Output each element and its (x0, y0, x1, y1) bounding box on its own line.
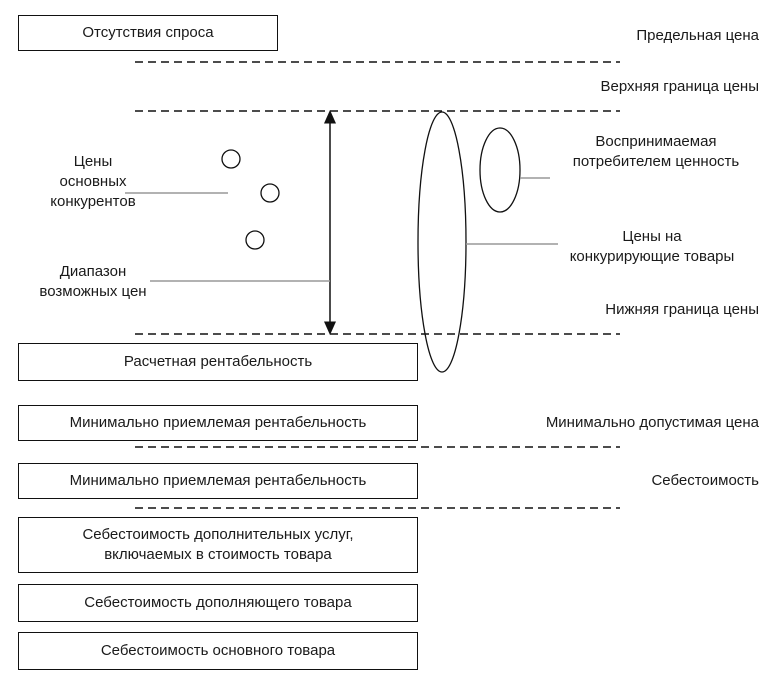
competing-prices-label-line2: конкурирующие товары (569, 248, 735, 265)
min-profitability-box-1: Минимально приемлемая рентабельность (18, 405, 418, 441)
min-profitability-label-1: Минимально приемлемая рентабельность (69, 414, 367, 431)
competitor-prices-label-line3: конкурентов (50, 193, 136, 210)
main-product-cost-label: Себестоимость основного товара (100, 642, 336, 659)
extra-services-cost-label-line1: Себестоимость дополнительных услуг, (82, 526, 354, 543)
competitor-price-circle-3 (245, 230, 265, 250)
complementary-cost-box: Себестоимость дополняющего товара (18, 584, 418, 622)
perceived-value-label-line2: потребителем ценность (572, 153, 740, 170)
upper-bound-label: Верхняя граница цены (600, 78, 759, 95)
perceived-value-label: Воспринимаемая потребителем ценность (548, 132, 764, 172)
estimated-profitability-label: Расчетная рентабельность (123, 353, 313, 370)
competing-prices-label: Цены на конкурирующие товары (540, 227, 764, 267)
competitor-price-circle-2 (260, 183, 280, 203)
competing-prices-ellipse (417, 111, 467, 373)
min-profitability-box-2: Минимально приемлемая рентабельность (18, 463, 418, 499)
extra-services-cost-label-line2: включаемых в стоимость товара (104, 546, 332, 563)
perceived-value-label-line1: Воспринимаемая (595, 133, 717, 150)
competitor-prices-label-line2: основных (59, 173, 127, 190)
limit-price-label: Предельная цена (636, 27, 759, 44)
estimated-profitability-box: Расчетная рентабельность (18, 343, 418, 381)
price-range-label-line1: Диапазон (59, 263, 127, 280)
min-acceptable-price-label: Минимально допустимая цена (545, 414, 759, 431)
cost-label: Себестоимость (651, 472, 759, 489)
no-demand-box: Отсутствия спроса (18, 15, 278, 51)
no-demand-label: Отсутствия спроса (82, 24, 214, 41)
competitor-prices-label-line1: Цены (73, 153, 113, 170)
perceived-value-ellipse (479, 127, 521, 213)
competitor-price-circle-1 (221, 149, 241, 169)
competing-prices-label-line1: Цены на (622, 228, 682, 245)
main-product-cost-box: Себестоимость основного товара (18, 632, 418, 670)
min-profitability-label-2: Минимально приемлемая рентабельность (69, 472, 367, 489)
competitor-prices-label: Цены основных конкурентов (38, 152, 148, 212)
extra-services-cost-box: Себестоимость дополнительных услуг, вклю… (18, 517, 418, 573)
complementary-cost-label: Себестоимость дополняющего товара (84, 594, 352, 611)
price-range-label: Диапазон возможных цен (28, 262, 158, 302)
price-range-label-line2: возможных цен (39, 283, 147, 300)
lower-bound-label: Нижняя граница цены (605, 301, 759, 318)
